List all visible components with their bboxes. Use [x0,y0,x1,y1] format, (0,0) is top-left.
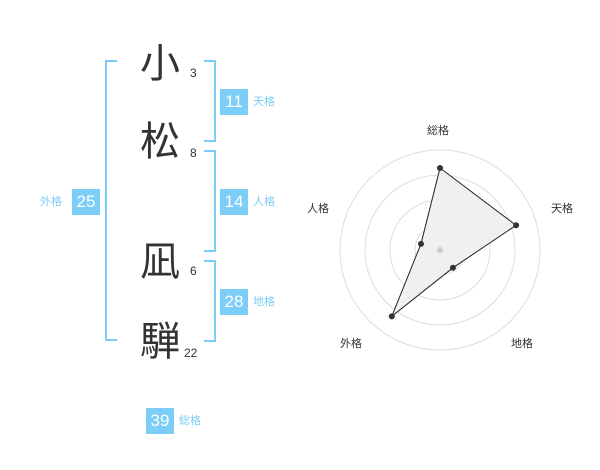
radar-label-jinkaku: 人格 [307,202,329,215]
radar-label-chikaku: 地格 [511,337,533,350]
radar-label-soukaku: 総格 [427,124,449,137]
jinkaku-bracket [204,150,216,252]
soukaku-label: 総格 [179,414,201,427]
radar-label-gaikaku: 外格 [340,337,362,350]
name-char-2: 松 [140,119,180,165]
radar-point-3 [449,264,456,271]
radar-label-tenkaku: 天格 [551,202,573,215]
name-char-4: 騨 [140,319,180,365]
stroke-count-3: 6 [190,264,197,278]
stroke-count-2: 8 [190,146,197,160]
chikaku-bracket [204,260,216,342]
radar-chart [339,149,541,351]
chikaku-label: 地格 [253,295,275,308]
stroke-count-4: 22 [184,346,198,360]
radar-point-5 [417,240,424,247]
radar-point-2 [513,222,520,229]
radar-point-4 [388,313,395,320]
tenkaku-value-badge: 11 [220,89,248,115]
gaikaku-value-badge: 25 [72,189,100,215]
tenkaku-label: 天格 [253,95,275,108]
chikaku-value-badge: 28 [220,289,248,315]
jinkaku-value-badge: 14 [220,189,248,215]
radar-center-dot [437,247,443,253]
gaikaku-label: 外格 [40,195,62,208]
radar-ring [339,149,541,351]
radar-area [390,167,517,318]
name-char-3: 凪 [140,239,180,285]
stroke-count-1: 3 [190,66,197,80]
tenkaku-bracket [204,60,216,142]
jinkaku-label: 人格 [253,195,275,208]
name-char-1: 小 [140,41,180,87]
gaikaku-bracket [105,60,117,341]
radar-point-1 [437,165,443,171]
soukaku-value-badge: 39 [146,408,174,434]
